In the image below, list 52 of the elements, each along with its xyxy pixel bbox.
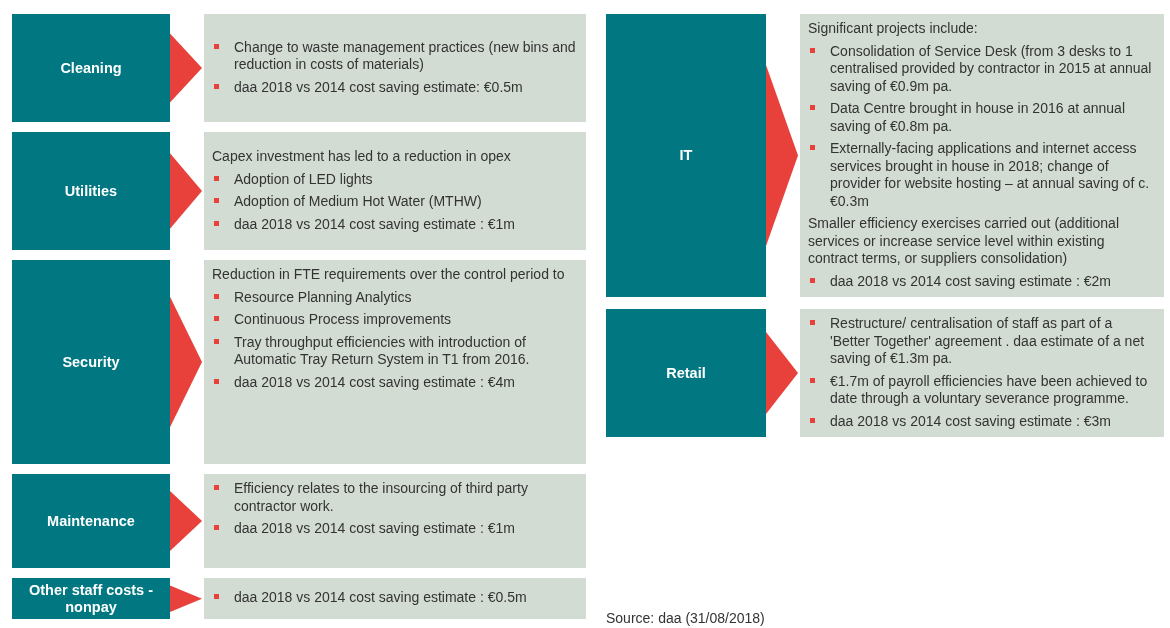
arrow-chevron bbox=[766, 64, 798, 247]
bullet-item: daa 2018 vs 2014 cost saving estimate : €3m bbox=[808, 412, 1156, 430]
category-box bbox=[12, 132, 170, 250]
detail-panel bbox=[800, 309, 1164, 437]
intro-text: Reduction in FTE requirements over the control period to bbox=[212, 266, 566, 284]
intro-text: Significant projects include: bbox=[808, 20, 979, 38]
bullet-item: Resource Planning Analytics bbox=[212, 288, 578, 306]
category-label: Retail bbox=[666, 364, 706, 382]
bullet-item: Change to waste management practices (new bins and reduction in costs of materials) bbox=[212, 38, 578, 74]
detail-panel bbox=[204, 132, 586, 250]
category-label: Utilities bbox=[64, 182, 118, 200]
source-note: Source: daa (31/08/2018) bbox=[606, 610, 765, 626]
arrow-chevron bbox=[170, 296, 202, 428]
bullet-item: Adoption of LED lights bbox=[212, 170, 578, 188]
arrow-chevron bbox=[170, 490, 202, 552]
category-box bbox=[12, 14, 170, 122]
detail-panel bbox=[204, 474, 586, 568]
bullet-item: Externally-facing applications and internet access services brought in house in 2018; change of provider for website hosting – at annual saving of c.€0.3m bbox=[808, 140, 1156, 210]
bullet-item: Continuous Process improvements bbox=[212, 311, 578, 329]
bullet-item: daa 2018 vs 2014 cost saving estimate : €2m bbox=[808, 272, 1156, 290]
bullet-item: Restructure/ centralisation of staff as part of a 'Better Together' agreement . daa estimate of a net saving of €1.3m pa. bbox=[808, 315, 1156, 368]
intro-text: Capex investment has led to a reduction in opex bbox=[212, 148, 512, 166]
detail-panel bbox=[204, 578, 586, 620]
arrow-chevron bbox=[766, 332, 798, 414]
bullet-item: daa 2018 vs 2014 cost saving estimate : €0.5m bbox=[212, 589, 578, 607]
category-label: Maintenance bbox=[47, 512, 135, 530]
category-label: IT bbox=[679, 147, 693, 164]
bullet-item: daa 2018 vs 2014 cost saving estimate : €1m bbox=[212, 215, 578, 233]
category-label: Cleaning bbox=[60, 59, 122, 77]
arrow-chevron bbox=[170, 33, 202, 103]
intro-text: Smaller efficiency exercises carried out (additional services or increase service level within existing contract terms, or suppliers consolidation) bbox=[808, 215, 1120, 268]
bullet-item: Tray throughput efficiencies with introduction of Automatic Tray Return System in T1 from 2016. bbox=[212, 333, 578, 369]
bullet-item: Consolidation of Service Desk (from 3 desks to 1 centralised provided by contractor in 2015 at annual saving of €0.9m pa. bbox=[808, 42, 1156, 95]
category-box bbox=[606, 14, 766, 297]
bullet-item: daa 2018 vs 2014 cost saving estimate: €0.5m bbox=[212, 78, 578, 97]
detail-panel bbox=[204, 260, 586, 464]
bullet-item: €1.7m of payroll efficiencies have been achieved to date through a voluntary severance programme. bbox=[808, 372, 1156, 408]
bullet-item: Data Centre brought in house in 2016 at annual saving of €0.8m pa. bbox=[808, 100, 1156, 135]
bullet-item: Efficiency relates to the insourcing of third party contractor work. bbox=[212, 480, 578, 515]
bullet-item: daa 2018 vs 2014 cost saving estimate : €1m bbox=[212, 520, 578, 538]
category-box bbox=[12, 474, 170, 568]
category-box bbox=[12, 578, 170, 620]
category-box bbox=[12, 260, 170, 464]
category-label: Security bbox=[62, 353, 120, 371]
detail-panel bbox=[800, 14, 1164, 297]
arrow-chevron bbox=[170, 153, 202, 229]
bullet-item: daa 2018 vs 2014 cost saving estimate : €4m bbox=[212, 373, 578, 391]
category-label: Other staff costs - nonpay bbox=[27, 582, 155, 616]
category-box bbox=[606, 309, 766, 437]
arrow-chevron bbox=[170, 585, 202, 612]
bullet-item: Adoption of Medium Hot Water (MTHW) bbox=[212, 193, 578, 211]
detail-panel bbox=[204, 14, 586, 122]
